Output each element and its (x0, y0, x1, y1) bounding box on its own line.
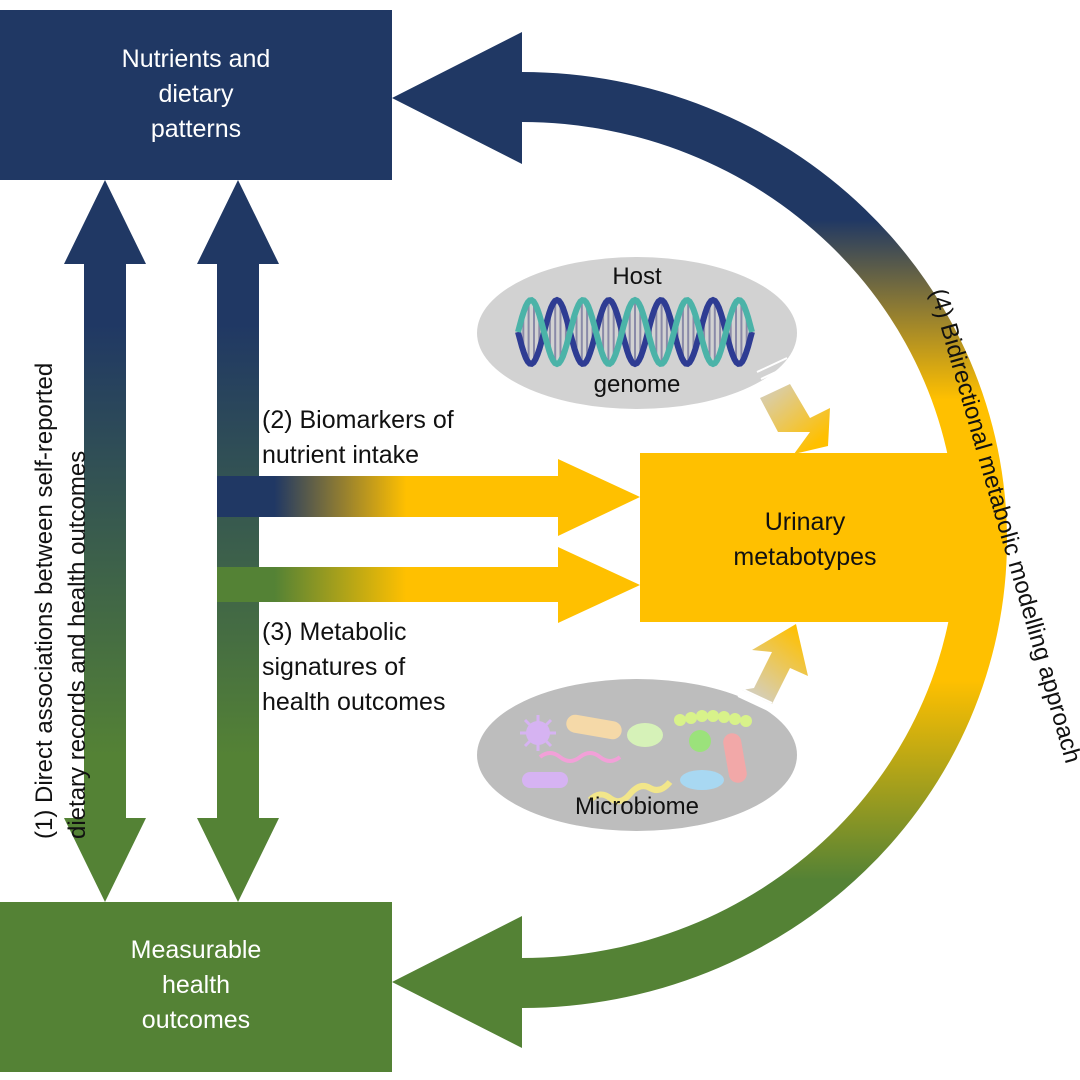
health-outcomes-box (0, 902, 392, 1072)
host-genome-ellipse (477, 257, 797, 409)
health-outcomes-label: Measurable health outcomes (130, 936, 262, 1034)
biomarker-arrow (217, 459, 640, 536)
microbiome-arrow (737, 624, 808, 711)
microbe-icons (520, 710, 752, 805)
nutrients-box (0, 10, 392, 180)
host-label: Host (612, 263, 662, 290)
genome-label: genome (593, 371, 681, 398)
microbiome-label: Microbiome (574, 793, 700, 820)
urinary-box (640, 453, 970, 622)
biomarkers-label: (2) Biomarkers of nutrient intake (262, 406, 454, 469)
urinary-label: Urinary metabotypes (733, 508, 877, 571)
host-arrow (756, 357, 830, 454)
signatures-label: (3) Metabolic signatures of health outco… (262, 618, 446, 716)
nutrients-label: Nutrients and dietary patterns (121, 45, 271, 143)
dna-icon (515, 296, 755, 368)
direct-association-arrow (64, 180, 146, 902)
biomarker-vertical-arrow (197, 180, 279, 902)
direct-associations-label: (1) Direct associations between self-rep… (31, 362, 91, 839)
signature-arrow (217, 547, 640, 623)
